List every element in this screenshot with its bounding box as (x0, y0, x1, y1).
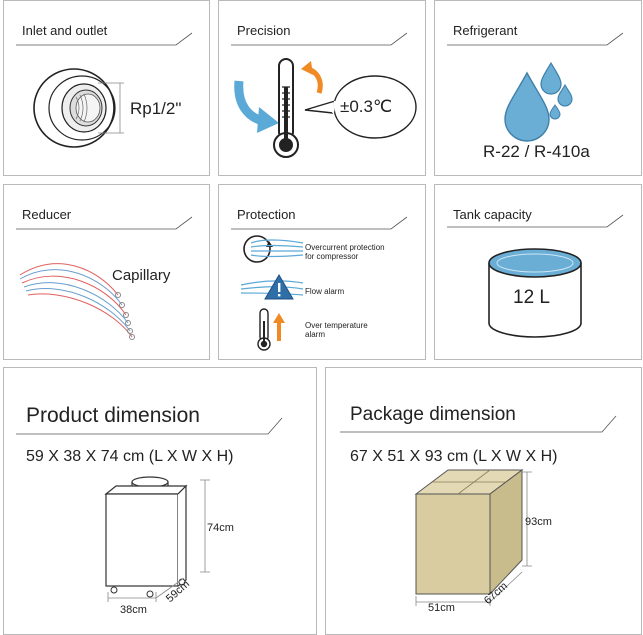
protection-item-3: Over temperature alarm (305, 321, 368, 339)
thermometer-icon (273, 58, 299, 158)
fan-icon (243, 235, 304, 263)
title-underline (16, 417, 283, 435)
protection-item-1: Overcurrent protection for compressor (305, 243, 385, 261)
package-height: 93cm (525, 516, 552, 528)
card-title: Inlet and outlet (22, 23, 108, 38)
title-underline (447, 32, 624, 46)
carton-box-icon (414, 469, 524, 596)
title-underline (447, 214, 624, 228)
card-title: Precision (237, 23, 291, 38)
refrigerant-value: R-22 / R-410a (483, 142, 590, 161)
card-title: Tank capacity (453, 207, 532, 222)
card-title: Refrigerant (453, 23, 518, 38)
product-dimension-card: Product dimension 59 X 38 X 74 cm (L X W… (3, 367, 317, 635)
section-title: Package dimension (350, 404, 516, 425)
product-dimensions: 59 X 38 X 74 cm (L X W X H) (26, 448, 234, 465)
width-dimension-line (107, 577, 185, 602)
tank-capacity-card: Tank capacity 12 L (434, 184, 642, 360)
title-underline (16, 32, 193, 46)
width-dimension-line (415, 571, 523, 606)
product-height: 74cm (207, 522, 234, 534)
height-dimension-line (200, 479, 210, 573)
precision-value: ±0.3℃ (340, 97, 393, 116)
tank-icon (488, 248, 582, 338)
reducer-value: Capillary (112, 267, 171, 284)
card-title: Protection (237, 207, 296, 222)
title-underline (231, 216, 408, 230)
package-dimensions: 67 X 51 X 93 cm (L X W X H) (350, 448, 558, 465)
inlet-outlet-card: Inlet and outlet Rp1/2" (3, 0, 210, 176)
reducer-card: Reducer Capillary (3, 184, 210, 360)
title-underline (16, 216, 193, 230)
thermometer-icon (257, 308, 285, 351)
title-underline (231, 32, 408, 46)
package-dimension-card: Package dimension 67 X 51 X 93 cm (L X W… (325, 367, 642, 635)
water-drops-icon (504, 61, 573, 142)
curved-arrow-down-icon (234, 80, 279, 133)
capillary-tubes-icon (19, 263, 135, 340)
precision-card: Precision ±0.3℃ (218, 0, 426, 176)
chiller-unit-icon (104, 476, 188, 598)
height-dimension-line (522, 471, 532, 567)
protection-item-2: Flow alarm (305, 287, 345, 296)
protection-card: Protection Overcurrent protection for co… (218, 184, 426, 360)
pipe-fitting-icon (33, 68, 124, 148)
card-title: Reducer (22, 207, 72, 222)
inlet-spec: Rp1/2" (130, 99, 182, 118)
tank-value: 12 L (513, 287, 550, 308)
title-underline (340, 415, 617, 433)
product-width: 38cm (120, 604, 147, 616)
package-width: 51cm (428, 602, 455, 614)
refrigerant-card: Refrigerant R-22 / R-410a (434, 0, 642, 176)
section-title: Product dimension (26, 404, 200, 427)
speech-bubble (304, 75, 417, 139)
curved-arrow-up-icon (301, 61, 323, 94)
warning-icon (240, 274, 304, 300)
